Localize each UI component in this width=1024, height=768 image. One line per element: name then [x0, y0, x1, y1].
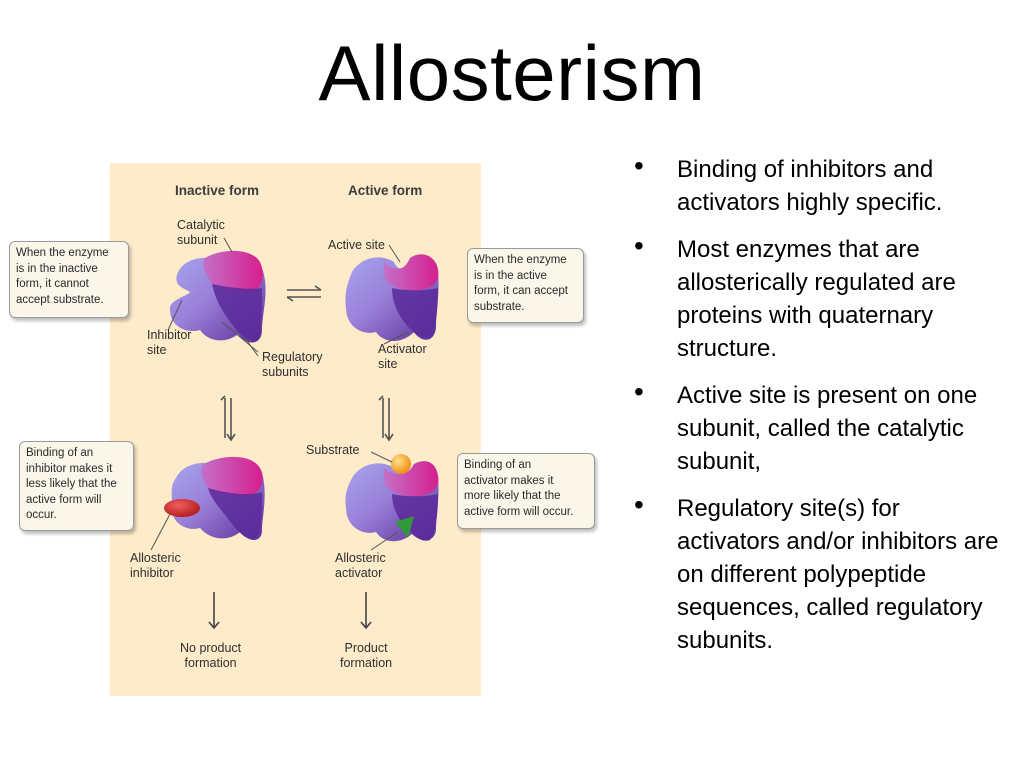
- bullet-icon: •: [634, 489, 644, 520]
- bullet-item: •Regulatory site(s) for activators and/o…: [634, 489, 999, 654]
- active-site-label: Active site: [328, 238, 385, 252]
- equilibrium-arrow-left: [220, 395, 236, 442]
- bullet-icon: •: [634, 230, 644, 261]
- bullet-icon: •: [634, 376, 644, 407]
- equilibrium-arrow-right: [378, 395, 394, 442]
- active-enzyme: [345, 254, 439, 341]
- slide-title: Allosterism: [318, 29, 706, 117]
- activated-enzyme: [345, 454, 439, 542]
- inactive-enzyme: [169, 250, 266, 343]
- inhibited-enzyme: [164, 456, 265, 540]
- inactive-form-header: Inactive form: [175, 183, 260, 198]
- allosterism-figure: [110, 163, 481, 696]
- bullet-list: •Binding of inhibitors and activators hi…: [630, 150, 1005, 671]
- allosteric-inhibitor-shape: [164, 499, 200, 517]
- substrate-shape: [391, 454, 411, 474]
- bullet-item: •Binding of inhibitors and activators hi…: [634, 150, 943, 216]
- bullet-icon: •: [634, 150, 644, 181]
- allosteric-activator-shape: [395, 516, 414, 538]
- bullet-item: •Active site is present on one subunit, …: [634, 376, 978, 475]
- substrate-label: Substrate: [306, 443, 360, 457]
- leader-lines: [150, 237, 409, 551]
- reaction-arrows: [208, 592, 372, 630]
- active-form-header: Active form: [348, 183, 423, 198]
- bullet-item: •Most enzymes that are allosterically re…: [634, 230, 956, 362]
- equilibrium-arrow-horizontal: [286, 285, 322, 302]
